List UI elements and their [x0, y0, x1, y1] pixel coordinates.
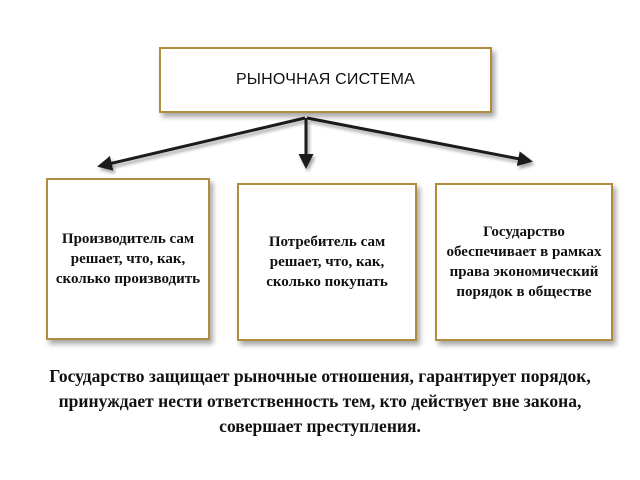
- state-label: Государство обеспечивает в рамках права …: [446, 224, 602, 300]
- producer-label: Производитель сам решает, что, как, скол…: [55, 231, 201, 287]
- footer-text: Государство защищает рыночные отношения,…: [49, 366, 591, 436]
- producer-box: Производитель сам решает, что, как, скол…: [46, 178, 210, 340]
- arrow-to-producer: [97, 116, 306, 171]
- state-box: Государство обеспечивает в рамках права …: [435, 183, 613, 341]
- root-label: РЫНОЧНАЯ СИСТЕМА: [235, 71, 416, 88]
- consumer-box: Потребитель сам решает, что, как, скольк…: [237, 183, 417, 341]
- root-box: РЫНОЧНАЯ СИСТЕМА: [159, 47, 492, 113]
- arrow-to-state: [306, 116, 533, 167]
- consumer-label: Потребитель сам решает, что, как, скольк…: [266, 234, 388, 290]
